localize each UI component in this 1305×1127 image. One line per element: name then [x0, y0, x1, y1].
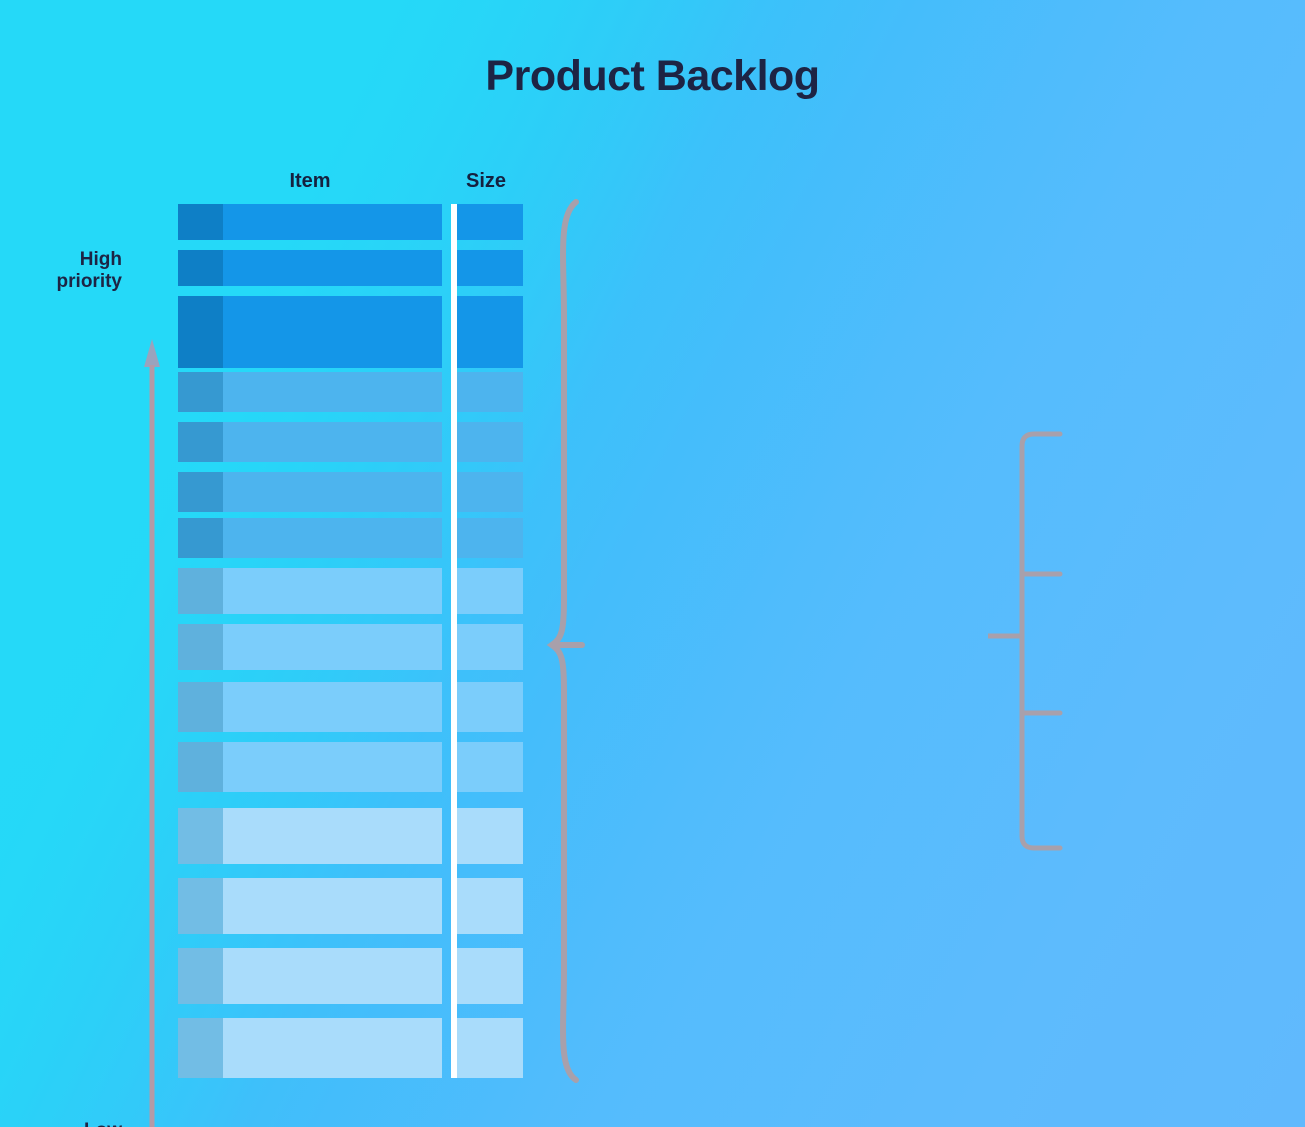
table-row[interactable] [178, 472, 523, 512]
row-item-cell [223, 422, 442, 462]
table-row[interactable] [178, 1018, 523, 1078]
row-priority-cell [178, 296, 223, 332]
row-size-cell [452, 296, 523, 332]
table-row[interactable] [178, 878, 523, 934]
table-row[interactable] [178, 296, 523, 332]
column-header-item: Item [289, 170, 331, 192]
page-title: Product Backlog [485, 52, 820, 100]
row-size-cell [452, 472, 523, 512]
row-item-cell [223, 472, 442, 512]
row-item-cell [223, 878, 442, 934]
row-item-cell [223, 948, 442, 1004]
row-priority-cell [178, 332, 223, 368]
column-divider [451, 204, 457, 1078]
backlog-types-connector [988, 431, 1063, 851]
row-item-cell [223, 682, 442, 732]
row-priority-cell [178, 878, 223, 934]
row-item-cell [223, 1018, 442, 1078]
row-priority-cell [178, 568, 223, 614]
row-size-cell [452, 518, 523, 558]
row-size-cell [452, 878, 523, 934]
row-item-cell [223, 808, 442, 864]
row-size-cell [452, 372, 523, 412]
high-priority-line2: priority [56, 270, 122, 292]
row-item-cell [223, 742, 442, 792]
high-priority-label: High priority [2, 249, 122, 293]
row-item-cell [223, 568, 442, 614]
backlog-table [178, 204, 523, 1078]
table-row[interactable] [178, 332, 523, 368]
row-priority-cell [178, 1018, 223, 1078]
row-priority-cell [178, 472, 223, 512]
row-size-cell [452, 422, 523, 462]
table-row[interactable] [178, 682, 523, 732]
row-size-cell [452, 1018, 523, 1078]
row-size-cell [452, 742, 523, 792]
table-row[interactable] [178, 204, 523, 240]
row-item-cell [223, 250, 442, 286]
row-size-cell [452, 682, 523, 732]
row-item-cell [223, 518, 442, 558]
row-size-cell [452, 250, 523, 286]
row-size-cell [452, 948, 523, 1004]
row-size-cell [452, 624, 523, 670]
row-priority-cell [178, 742, 223, 792]
column-header-size: Size [465, 170, 507, 192]
row-item-cell [223, 332, 442, 368]
priority-axis-arrow [144, 339, 160, 1127]
row-priority-cell [178, 682, 223, 732]
row-item-cell [223, 296, 442, 332]
row-item-cell [223, 372, 442, 412]
table-row[interactable] [178, 808, 523, 864]
row-item-cell [223, 204, 442, 240]
row-priority-cell [178, 250, 223, 286]
table-row[interactable] [178, 422, 523, 462]
low-priority-label: Low priority [2, 1120, 122, 1127]
table-row[interactable] [178, 624, 523, 670]
high-priority-line1: High [79, 249, 122, 270]
table-row[interactable] [178, 568, 523, 614]
row-size-cell [452, 204, 523, 240]
row-size-cell [452, 808, 523, 864]
row-priority-cell [178, 624, 223, 670]
row-priority-cell [178, 422, 223, 462]
table-row[interactable] [178, 742, 523, 792]
backlog-grouping-brace [546, 199, 585, 1083]
low-priority-line1: Low [84, 1120, 122, 1127]
row-priority-cell [178, 372, 223, 412]
row-priority-cell [178, 948, 223, 1004]
table-row[interactable] [178, 250, 523, 286]
table-row[interactable] [178, 948, 523, 1004]
row-priority-cell [178, 204, 223, 240]
arrow-up-icon [144, 339, 160, 368]
row-size-cell [452, 568, 523, 614]
table-row[interactable] [178, 518, 523, 558]
table-row[interactable] [178, 372, 523, 412]
row-priority-cell [178, 808, 223, 864]
row-priority-cell [178, 518, 223, 558]
table-column-headers: Item Size [0, 170, 1305, 198]
row-item-cell [223, 624, 442, 670]
row-size-cell [452, 332, 523, 368]
